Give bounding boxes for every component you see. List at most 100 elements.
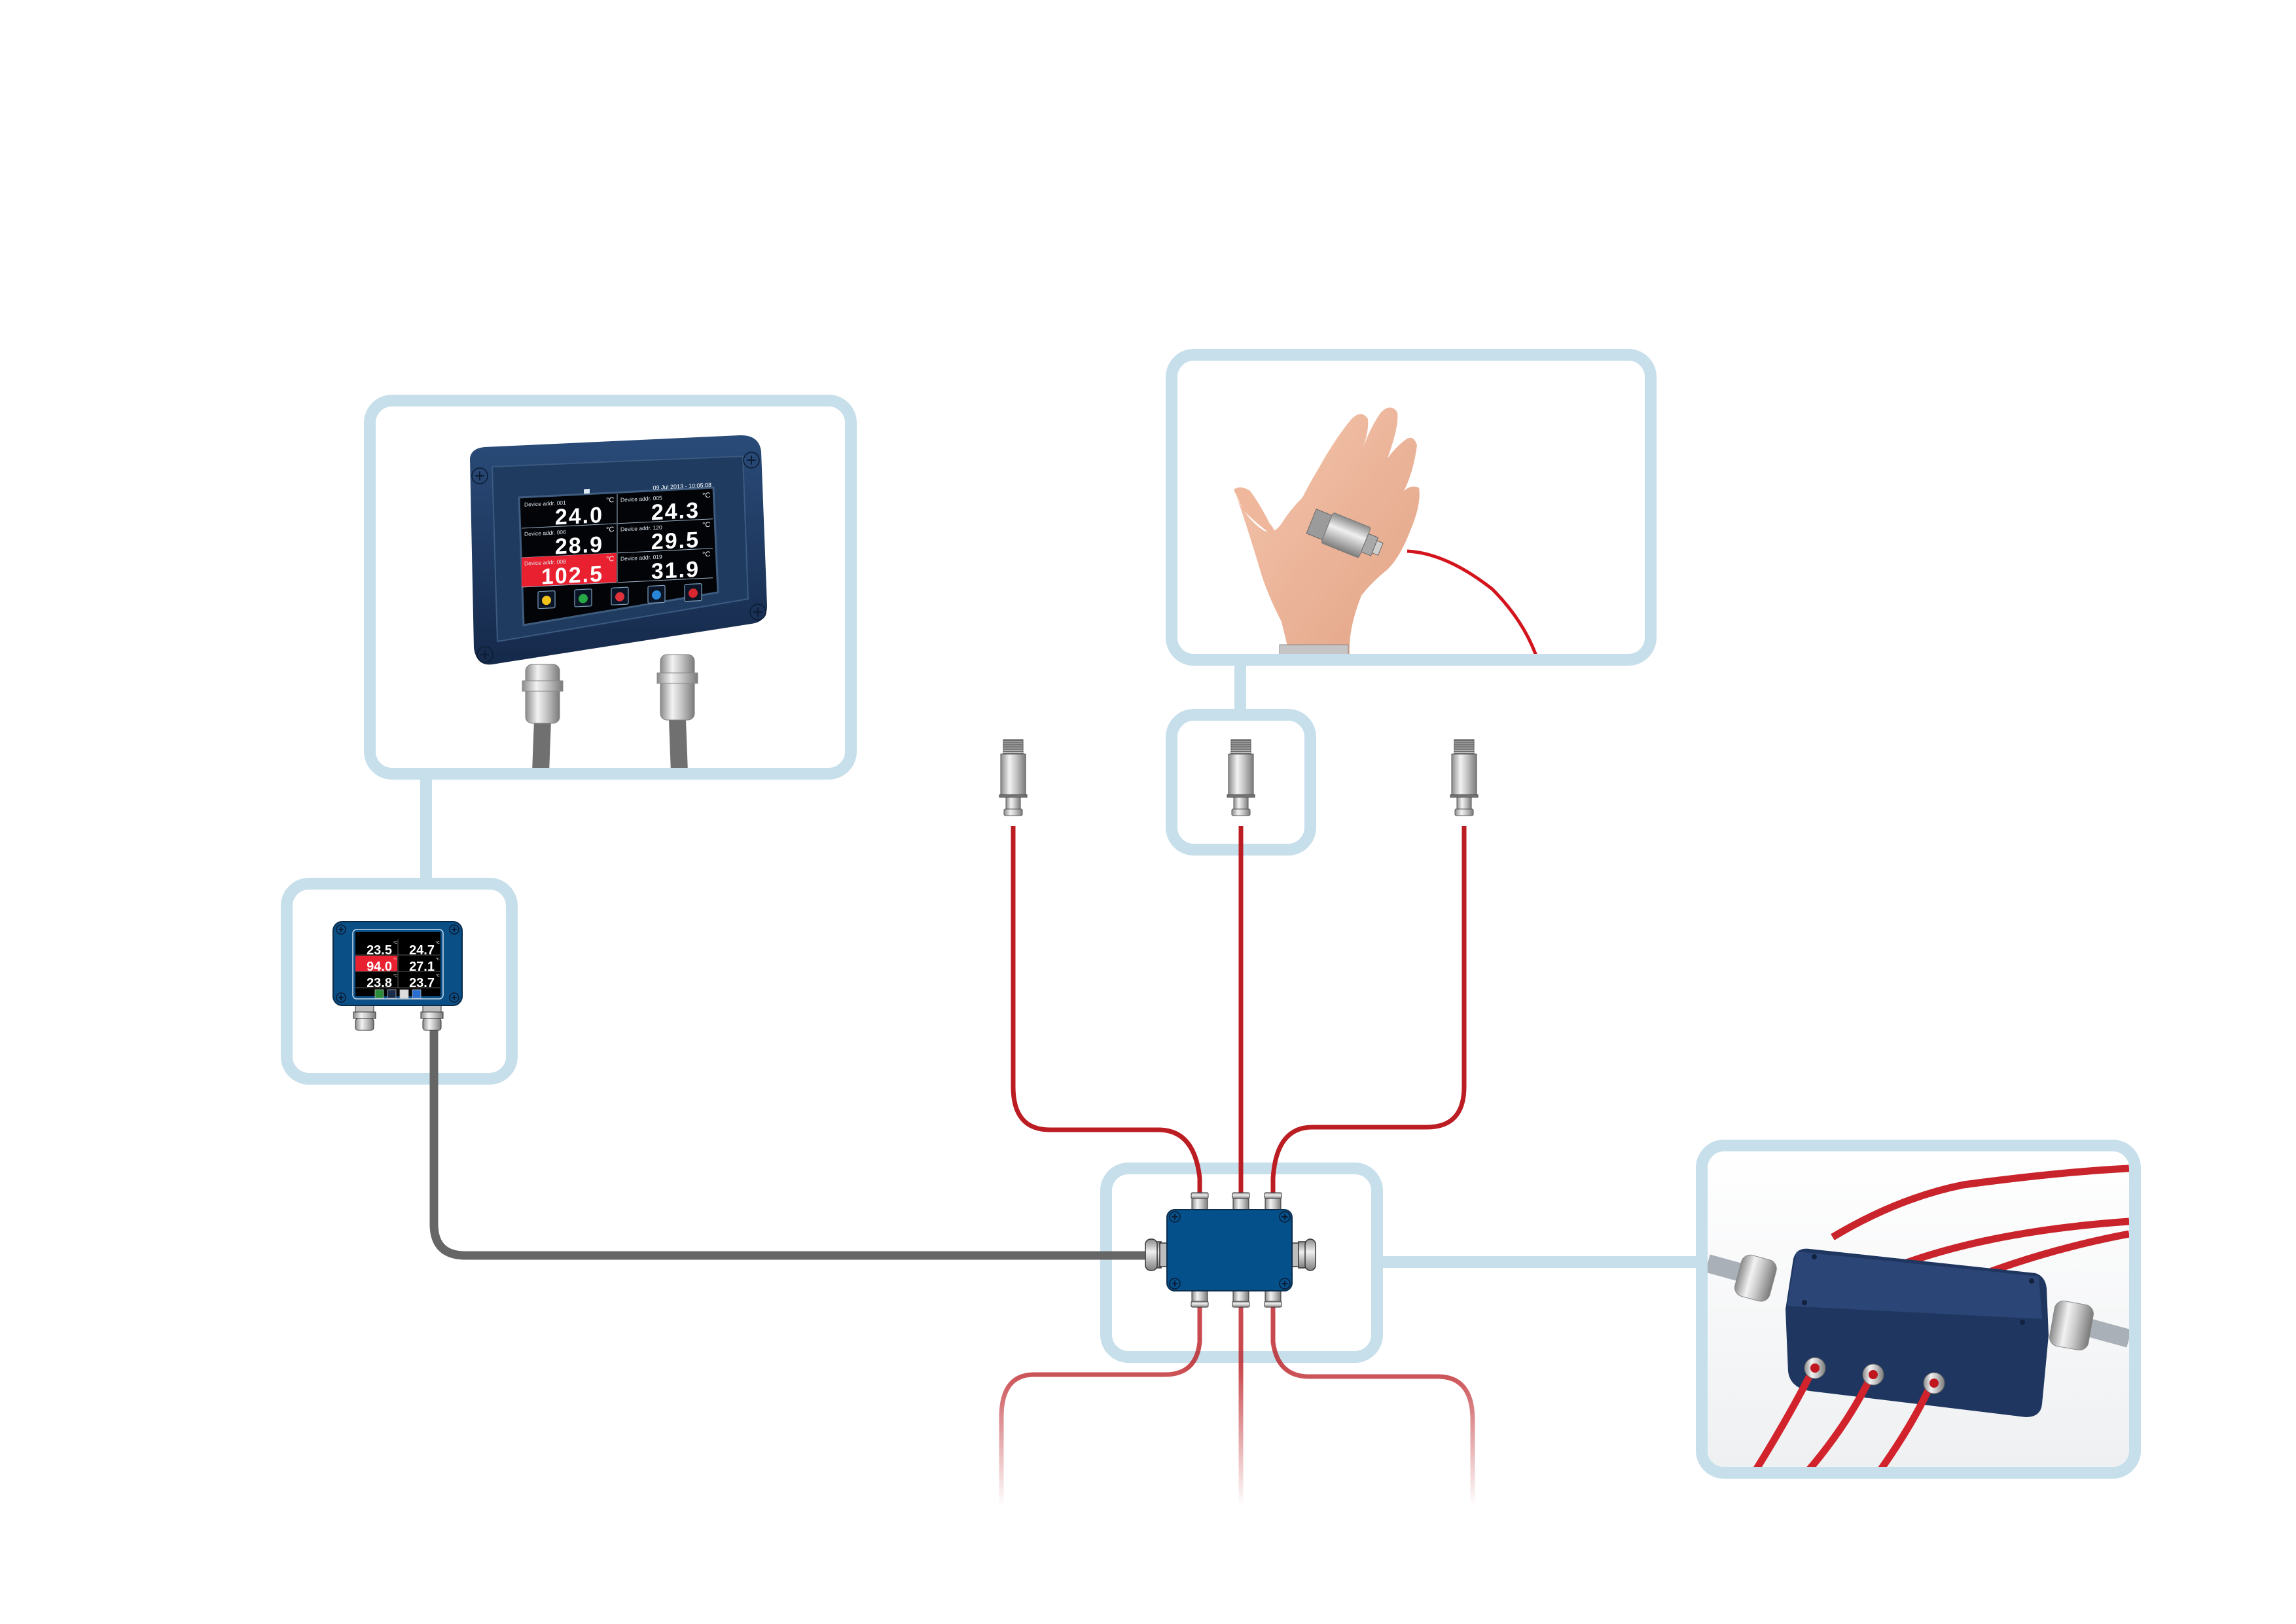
screw-cross (747, 456, 756, 465)
gland-bottom-nut (1264, 1301, 1282, 1308)
sensor-left-icon[interactable] (999, 739, 1028, 816)
gland-top (1265, 1197, 1282, 1210)
display-cables (522, 654, 698, 768)
screw-icon (449, 992, 459, 1003)
frame-display-detail (364, 395, 857, 780)
screw-cross (753, 607, 762, 617)
tile-divider (618, 548, 713, 554)
tile-divider (618, 577, 713, 583)
bus-cable (429, 1029, 1158, 1260)
small-tile-unit: °C (436, 941, 440, 945)
screw-icon (336, 924, 346, 935)
screw-ring (449, 992, 459, 1003)
gland-top-nut (1264, 1192, 1282, 1199)
sensor-body (1451, 753, 1477, 796)
screw-ring (1279, 1211, 1291, 1223)
small-tile-value: 27.1 (409, 960, 435, 974)
screw-icon (336, 992, 346, 1003)
small-tile-unit: °C (393, 941, 397, 945)
gland-right (1291, 1238, 1316, 1271)
sensor-gland (1454, 808, 1474, 816)
large-tile-unit: °C (606, 526, 614, 534)
screw-ring (449, 924, 459, 935)
screw-ring (336, 992, 346, 1003)
screw-icon (1279, 1211, 1291, 1223)
small-tile-unit: °C (393, 974, 397, 978)
sensor-nut (1005, 797, 1021, 810)
tile-divider (522, 523, 617, 529)
large-tile-value: 29.5 (651, 528, 700, 555)
gland-top (1191, 1197, 1208, 1210)
sensor-center-icon[interactable] (1227, 739, 1255, 816)
screw-icon (743, 452, 760, 469)
large-tile-value: 102.5 (541, 562, 603, 590)
small-tile-unit: °C (436, 958, 440, 962)
hand-sensor-cable (1407, 549, 1540, 654)
sensor-right-icon[interactable] (1450, 739, 1479, 816)
large-tile-label: Device addr. 008 (524, 558, 566, 567)
gland-top (1232, 1197, 1249, 1210)
screw-icon (1279, 1278, 1291, 1290)
large-tile-label: Device addr. 005 (620, 494, 662, 503)
screw-ring (743, 452, 760, 469)
settings-icon (399, 989, 409, 999)
large-tile-label: Device addr. 019 (620, 553, 662, 562)
settings-gears-icon-glyph (652, 590, 661, 600)
sensor-gland (1231, 808, 1251, 816)
large-tile-label: Device addr. 120 (620, 524, 662, 532)
large-tile-unit: °C (702, 550, 710, 559)
screw-cross (338, 995, 344, 1000)
large-tile-unit: °C (606, 555, 614, 564)
sensor-nut (1233, 797, 1249, 810)
trend-chart-icon (387, 989, 397, 999)
screw-cross (452, 927, 457, 932)
unlock-icon-glyph (542, 596, 551, 605)
cable-sensor-left (1011, 826, 1202, 1208)
small-tile-unit: °C (393, 958, 397, 962)
screw-cross (1282, 1214, 1288, 1220)
sensor-rim (1450, 794, 1479, 798)
screw-cross (338, 927, 344, 932)
screw-cross (452, 995, 457, 1000)
tile-divider (618, 518, 713, 524)
sensor-gland (1003, 808, 1023, 816)
tile-divider (522, 582, 617, 588)
gland-bottom-nut (1232, 1301, 1250, 1308)
check-icon-glyph (689, 588, 698, 598)
screw-icon (1169, 1211, 1181, 1223)
gland-bottom (1191, 1290, 1208, 1303)
screw-cross (1172, 1214, 1178, 1220)
screw-ring (1279, 1278, 1291, 1290)
sensor-nut (1456, 797, 1472, 810)
screw-ring (471, 467, 488, 484)
small-tile-value: 94.0 (367, 960, 392, 974)
sensor-body (1000, 753, 1026, 796)
frame-junction-photo (1696, 1140, 2141, 1479)
sensors (999, 739, 1479, 816)
frame-display-small (281, 878, 518, 1085)
screw-cross (1282, 1280, 1288, 1287)
large-tile-value: 24.3 (651, 498, 700, 526)
sensor-body (1228, 753, 1254, 796)
junction-box-icon[interactable] (1145, 1192, 1316, 1308)
screw-icon (471, 467, 488, 484)
frame-sensor-hand (1166, 349, 1657, 666)
screw-cross (475, 471, 484, 480)
gland-top-nut (1191, 1192, 1209, 1199)
screw-icon (1169, 1278, 1181, 1290)
gland-left (1145, 1238, 1168, 1271)
gland-bottom (1232, 1290, 1249, 1303)
small-tile-unit: °C (436, 974, 440, 978)
screw-icon (449, 924, 459, 935)
junction-box-body (1166, 1209, 1293, 1291)
small-tile-value: 23.8 (367, 976, 392, 990)
gland-bottom-nut (1191, 1301, 1209, 1308)
trend-chart-icon-glyph (615, 592, 624, 602)
sensor-rim (1227, 794, 1255, 798)
cable-sensor-right (1270, 826, 1467, 1208)
